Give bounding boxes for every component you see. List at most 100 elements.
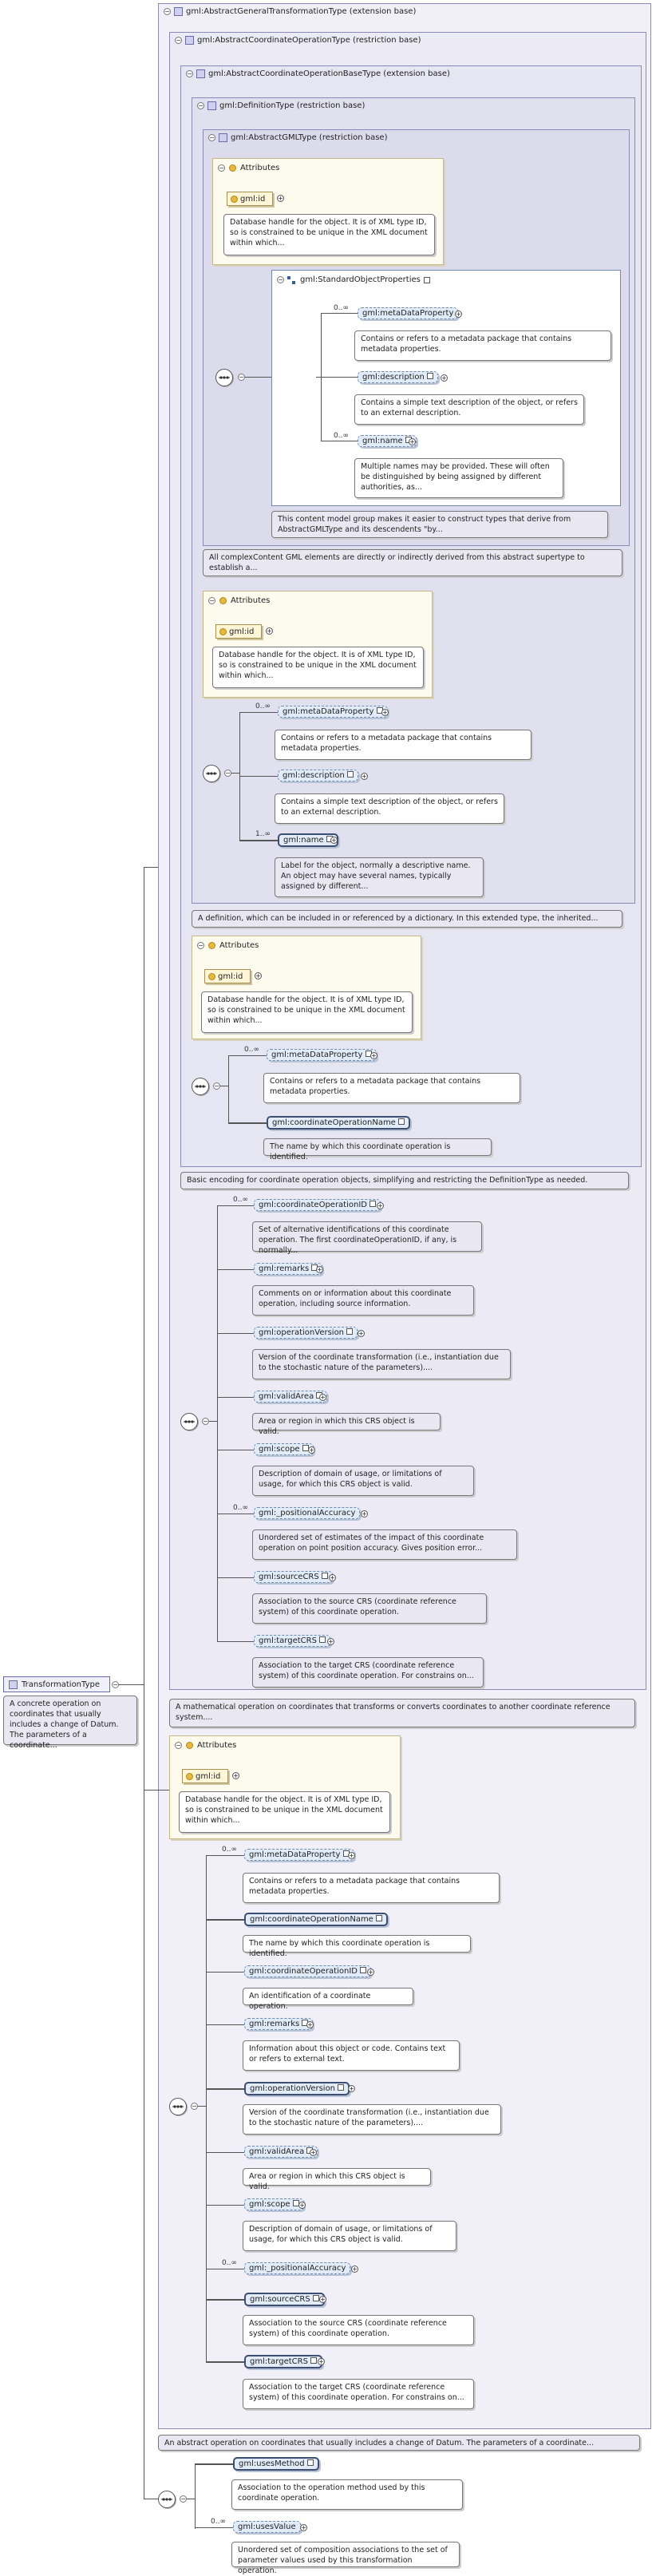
- expand-icon[interactable]: +: [370, 1052, 377, 1059]
- gml-id-attribute[interactable]: gml:id: [204, 969, 251, 983]
- link-icon[interactable]: [347, 771, 354, 778]
- coordinate-operation-header[interactable]: −gml:AbstractCoordinateOperationType (re…: [175, 36, 421, 45]
- valid-area-element[interactable]: gml:validArea: [244, 2146, 318, 2158]
- expand-icon[interactable]: +: [318, 2358, 325, 2365]
- definition-type-header[interactable]: −gml:DefinitionType (restriction base): [197, 101, 365, 110]
- expand-icon[interactable]: +: [266, 627, 273, 635]
- link-icon[interactable]: [398, 1118, 405, 1125]
- collapse-icon[interactable]: −: [186, 70, 193, 77]
- metadata-property-element[interactable]: gml:metaDataProperty: [278, 706, 388, 718]
- expand-icon[interactable]: +: [377, 1202, 384, 1209]
- coordinate-operation-name-element[interactable]: gml:coordinateOperationName: [267, 1116, 411, 1130]
- collapse-icon[interactable]: −: [224, 770, 231, 777]
- expand-icon[interactable]: +: [298, 2202, 306, 2209]
- expand-icon[interactable]: +: [381, 709, 389, 716]
- collapse-icon[interactable]: −: [202, 1418, 209, 1425]
- expand-icon[interactable]: +: [409, 438, 416, 445]
- transformation-type-root[interactable]: TransformationType: [3, 1676, 110, 1692]
- expand-icon[interactable]: +: [319, 2296, 326, 2303]
- description-element[interactable]: gml:description: [278, 770, 359, 782]
- collapse-icon[interactable]: −: [213, 1082, 220, 1090]
- link-icon[interactable]: [423, 276, 430, 283]
- expand-icon[interactable]: +: [319, 1394, 326, 1401]
- collapse-icon[interactable]: −: [175, 1742, 182, 1749]
- general-transformation-header[interactable]: −gml:AbstractGeneralTransformationType (…: [164, 7, 416, 16]
- metadata-property-element[interactable]: gml:metaDataProperty: [358, 307, 459, 319]
- expand-icon[interactable]: +: [348, 2085, 355, 2092]
- name-element[interactable]: gml:name: [278, 833, 338, 847]
- metadata-property-element[interactable]: gml:metaDataProperty: [267, 1049, 377, 1061]
- expand-icon[interactable]: +: [351, 2265, 358, 2273]
- positional-accuracy-element[interactable]: gml:_positionalAccuracy: [244, 2262, 351, 2274]
- attributes-title[interactable]: −Attributes: [208, 596, 271, 605]
- collapse-icon[interactable]: −: [218, 164, 225, 172]
- uses-method-element[interactable]: gml:usesMethod: [233, 2457, 319, 2471]
- expand-icon[interactable]: +: [310, 2149, 317, 2156]
- link-icon[interactable]: [306, 2459, 314, 2466]
- expand-icon[interactable]: +: [367, 1969, 374, 1976]
- collapse-icon[interactable]: −: [180, 2495, 187, 2503]
- attributes-title[interactable]: −Attributes: [197, 941, 259, 950]
- collapse-icon[interactable]: −: [175, 37, 182, 44]
- expand-icon[interactable]: +: [308, 1446, 315, 1454]
- coordinate-operation-name-element[interactable]: gml:coordinateOperationName: [244, 1913, 389, 1926]
- link-icon[interactable]: [321, 1573, 328, 1579]
- coordinate-operation-base-header[interactable]: −gml:AbstractCoordinateOperationBaseType…: [186, 69, 450, 78]
- description-element[interactable]: gml:description: [358, 371, 439, 383]
- collapse-icon[interactable]: −: [208, 134, 215, 141]
- positional-accuracy-element[interactable]: gml:_positionalAccuracy: [254, 1507, 361, 1519]
- standard-object-properties-header[interactable]: −gml:StandardObjectProperties: [277, 275, 430, 284]
- collapse-icon[interactable]: −: [238, 374, 245, 381]
- remarks-element[interactable]: gml:remarks: [254, 1263, 323, 1275]
- target-crs-element[interactable]: gml:targetCRS: [254, 1635, 331, 1647]
- collapse-icon[interactable]: −: [197, 102, 204, 109]
- operation-version-element[interactable]: gml:operationVersion: [244, 2082, 350, 2095]
- expand-icon[interactable]: +: [300, 2524, 307, 2531]
- expand-icon[interactable]: +: [361, 773, 368, 780]
- link-icon[interactable]: [427, 373, 434, 379]
- expand-icon[interactable]: +: [330, 837, 338, 844]
- link-icon[interactable]: [312, 2295, 319, 2301]
- expand-icon[interactable]: +: [306, 2021, 314, 2028]
- link-icon[interactable]: [369, 1201, 377, 1207]
- name-element[interactable]: gml:name: [358, 435, 417, 447]
- gml-type-header[interactable]: −gml:AbstractGMLType (restriction base): [208, 133, 387, 142]
- coordinate-operation-id-element[interactable]: gml:coordinateOperationID: [244, 1965, 372, 1977]
- expand-icon[interactable]: +: [441, 374, 448, 382]
- remarks-element[interactable]: gml:remarks: [244, 2018, 314, 2030]
- expand-icon[interactable]: +: [358, 1330, 365, 1337]
- gml-id-attribute[interactable]: gml:id: [182, 1769, 228, 1783]
- link-icon[interactable]: [319, 1636, 326, 1643]
- expand-icon[interactable]: +: [232, 1772, 239, 1779]
- gml-id-attribute[interactable]: gml:id: [215, 624, 262, 639]
- scope-element[interactable]: gml:scope: [254, 1443, 314, 1455]
- expand-icon[interactable]: +: [329, 1574, 336, 1581]
- link-icon[interactable]: [360, 1967, 367, 1973]
- valid-area-element[interactable]: gml:validArea: [254, 1391, 328, 1403]
- source-crs-element[interactable]: gml:sourceCRS: [244, 2293, 325, 2306]
- expand-icon[interactable]: +: [316, 1266, 323, 1273]
- expand-icon[interactable]: +: [327, 1638, 334, 1645]
- coordinate-operation-id-element[interactable]: gml:coordinateOperationID: [254, 1199, 381, 1211]
- expand-icon[interactable]: +: [255, 972, 262, 979]
- expand-icon[interactable]: +: [348, 1852, 355, 1859]
- collapse-icon[interactable]: −: [197, 942, 204, 949]
- target-crs-element[interactable]: gml:targetCRS: [244, 2355, 323, 2368]
- operation-version-element[interactable]: gml:operationVersion: [254, 1327, 358, 1339]
- collapse-icon[interactable]: −: [164, 8, 171, 15]
- expand-icon[interactable]: +: [361, 1510, 368, 1518]
- link-icon[interactable]: [310, 2357, 318, 2364]
- collapse-icon[interactable]: −: [277, 276, 284, 283]
- scope-element[interactable]: gml:scope: [244, 2198, 304, 2210]
- collapse-icon[interactable]: −: [112, 1681, 119, 1688]
- collapse-icon[interactable]: −: [191, 2103, 198, 2110]
- expand-icon[interactable]: +: [277, 195, 284, 202]
- uses-value-element[interactable]: gml:usesValue: [233, 2521, 301, 2533]
- gml-id-attribute[interactable]: gml:id: [227, 192, 273, 206]
- expand-icon[interactable]: +: [455, 311, 462, 318]
- link-icon[interactable]: [338, 2084, 345, 2091]
- collapse-icon[interactable]: −: [208, 597, 215, 604]
- metadata-property-element[interactable]: gml:metaDataProperty: [244, 1849, 354, 1861]
- attributes-title[interactable]: −Attributes: [218, 164, 280, 172]
- link-icon[interactable]: [376, 1915, 383, 1921]
